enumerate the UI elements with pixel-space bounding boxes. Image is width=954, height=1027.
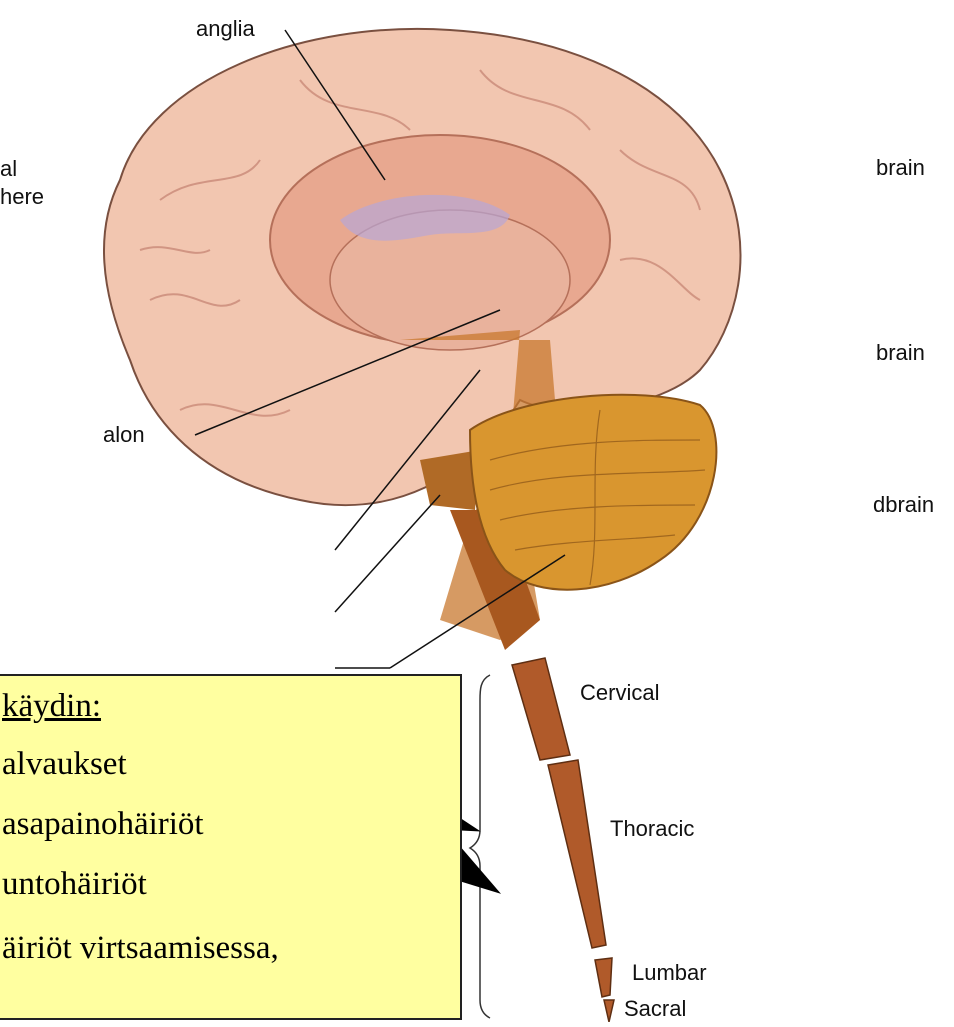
spinal-bracket	[470, 675, 490, 1018]
callout-line-1: alvaukset	[2, 748, 127, 781]
label-hindbrain: dbrain	[873, 494, 934, 516]
label-cortex-line2: here	[0, 186, 44, 208]
label-diencephalon: alon	[103, 424, 145, 446]
symptoms-callout: käydin: alvaukset asapainohäiriöt untohä…	[0, 674, 462, 1020]
callout-line-2: asapainohäiriöt	[2, 808, 204, 841]
sacral-segment	[604, 1000, 614, 1022]
callout-line-3: untohäiriöt	[2, 868, 147, 901]
lumbar-segment	[595, 958, 612, 997]
label-forebrain: brain	[876, 157, 925, 179]
label-basal-ganglia: anglia	[196, 18, 255, 40]
label-cortex-line1: al	[0, 158, 17, 180]
callout-line-4: äiriöt virtsaamisessa,	[2, 932, 279, 965]
thoracic-segment	[548, 760, 606, 948]
label-midbrain: brain	[876, 342, 925, 364]
spinal-cord	[512, 658, 614, 1022]
cervical-segment	[512, 658, 570, 760]
label-sacral: Sacral	[624, 998, 686, 1020]
callout-title: käydin:	[2, 690, 101, 723]
label-thoracic: Thoracic	[610, 818, 694, 840]
label-cervical: Cervical	[580, 682, 659, 704]
label-lumbar: Lumbar	[632, 962, 707, 984]
